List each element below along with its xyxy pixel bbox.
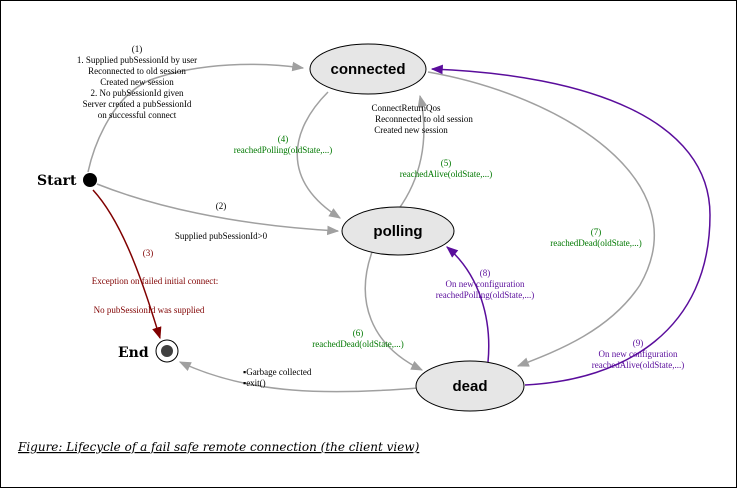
end-node-inner: [161, 345, 173, 357]
edge-dead-polling: [446, 246, 490, 363]
edge9-line1: On new configuration: [599, 349, 678, 359]
edge7-number: (7): [591, 227, 602, 237]
connect-return-line2: Reconnected to old session: [375, 114, 473, 124]
edge8-line2: reachedPolling(oldState,...): [436, 290, 534, 300]
edge-dead-connected: [430, 64, 711, 386]
edge9-number: (9): [633, 338, 644, 348]
edge4-number: (4): [278, 134, 289, 144]
edge-connected-polling: [296, 91, 342, 219]
edge4-label: reachedPolling(oldState,...): [234, 145, 332, 155]
node-polling-label: polling: [373, 223, 422, 240]
edge-connected-dead: [427, 71, 655, 367]
edge7-label: reachedDead(oldState,...): [550, 238, 641, 248]
connect-return-line3: Created new session: [374, 125, 448, 135]
connect-return-line1: ConnectReturnQos: [372, 103, 441, 113]
edge1-line6: on successful connect: [98, 110, 177, 120]
edge2-number: (2): [216, 201, 227, 211]
edge1-number: (1): [132, 44, 143, 54]
edge-polling-connected: [397, 94, 428, 211]
figure-caption: Figure: Lifecycle of a fail safe remote …: [17, 440, 420, 454]
node-connected: [309, 43, 427, 95]
edge-polling-dead: [364, 251, 424, 371]
edge-start-polling: [96, 183, 340, 236]
edge2-label: Supplied pubSessionId>0: [175, 231, 268, 241]
node-connected-label: connected: [330, 61, 405, 78]
edge6-number: (6): [353, 328, 364, 338]
edge3-line1: Exception on failed initial connect:: [92, 276, 218, 286]
edge-start-connected: [87, 61, 305, 173]
edge1-line3: Created new session: [100, 77, 174, 87]
node-polling: [341, 206, 455, 256]
edge3-line2: No pubSessionId was supplied: [94, 305, 205, 315]
node-dead: [415, 360, 525, 412]
gc-line2: ▪exit(): [243, 378, 266, 388]
edge1-line2: Reconnected to old session: [88, 66, 186, 76]
start-label: Start: [37, 173, 77, 189]
end-label: End: [118, 345, 149, 361]
edge8-number: (8): [480, 268, 491, 278]
edge6-label: reachedDead(oldState,...): [312, 339, 403, 349]
start-node: [83, 173, 97, 187]
edge1-line1: 1. Supplied pubSessionId by user: [77, 55, 197, 65]
edge8-line1: On new configuration: [446, 279, 525, 289]
edge-dead-end: [178, 361, 419, 393]
edge1-line4: 2. No pubSessionId given: [91, 88, 184, 98]
gc-line1: ▪Garbage collected: [243, 367, 312, 377]
edge5-label: reachedAlive(oldState,...): [400, 169, 492, 179]
edge1-line5: Server created a pubSessionId: [83, 99, 192, 109]
node-dead-label: dead: [452, 378, 487, 395]
edge9-line2: reachedAlive(oldState,...): [592, 360, 684, 370]
edge-start-end: [92, 189, 162, 340]
edge3-number: (3): [143, 248, 154, 258]
edge5-number: (5): [441, 158, 452, 168]
